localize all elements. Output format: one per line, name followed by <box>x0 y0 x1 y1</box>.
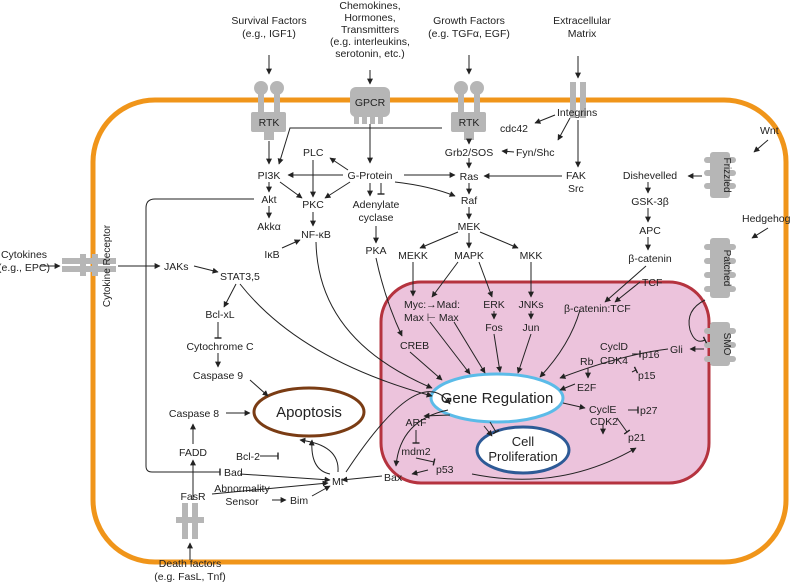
gene-regulation-ellipse <box>429 372 565 424</box>
cytokine-receptor-label: Cytokine Receptor <box>102 224 113 307</box>
node-gprotein: G-Protein <box>348 170 393 182</box>
node-cycld: CyclD <box>600 341 628 353</box>
receptor-smo <box>704 322 736 366</box>
node-fyn: Fyn/Shc <box>516 147 555 159</box>
node-p27: p27 <box>640 405 658 417</box>
rtk-right-label: RTK <box>459 117 480 129</box>
node-cdc42: cdc42 <box>500 123 528 135</box>
survival-factors-label: Survival Factors(e.g., IGF1) <box>231 15 306 40</box>
node-mdm2: mdm2 <box>401 446 430 458</box>
node-beta-catenin: β-catenin <box>628 253 672 265</box>
node-apc: APC <box>639 225 661 237</box>
node-grb2: Grb2/SOS <box>445 147 493 159</box>
node-arf: ARF <box>406 417 427 429</box>
node-cytochrome-c: Cytochrome C <box>186 341 254 353</box>
hedgehog-label: Hedgehog <box>742 213 791 225</box>
node-bad: Bad <box>224 467 243 479</box>
cytokines-label: Cytokines(e.g., EPC) <box>0 249 50 274</box>
receptor-rtk-left <box>251 81 286 140</box>
integrins-label: Integrins <box>557 107 597 119</box>
node-jnks: JNKs <box>518 299 543 311</box>
node-p53: p53 <box>436 464 454 476</box>
node-bax: Bax <box>384 472 403 484</box>
growth-factors-label: Growth Factors(e.g. TGFα, EGF) <box>428 15 510 40</box>
node-plc: PLC <box>303 147 324 159</box>
node-mt: Mt <box>332 476 344 488</box>
node-p21: p21 <box>628 432 646 444</box>
node-src: Src <box>568 183 584 195</box>
gpcr-label: GPCR <box>355 97 386 109</box>
gene-regulation-label: Gene Regulation <box>441 390 554 407</box>
node-gsk: GSK-3β <box>631 196 669 208</box>
cell-proliferation-ellipse <box>475 425 571 475</box>
node-rb: Rb <box>580 356 594 368</box>
node-pka: PKA <box>365 245 386 257</box>
node-jaks: JAKs <box>164 261 189 273</box>
node-e2f: E2F <box>577 382 596 394</box>
node-jun: Jun <box>523 322 540 334</box>
node-bclxl: Bcl-xL <box>205 309 234 321</box>
node-creb: CREB <box>400 340 429 352</box>
node-pkc: PKC <box>302 199 324 211</box>
node-tcf: TCF <box>642 277 662 289</box>
receptor-frizzled <box>704 152 736 198</box>
node-fadd: FADD <box>179 447 207 459</box>
patched-label: Patched <box>721 250 732 287</box>
wnt-label: Wnt <box>760 125 779 137</box>
node-mapk: MAPK <box>454 250 484 262</box>
node-myc-mad: Myc:→Mad:Max ⊢ Max <box>404 299 460 324</box>
node-p16: p16 <box>642 349 660 361</box>
node-akt: Akt <box>261 194 276 206</box>
chemokines-label: Chemokines,Hormones,Transmitters(e.g. in… <box>330 0 410 60</box>
node-cdk2: CDK2 <box>590 416 618 428</box>
receptor-fasr <box>176 503 204 539</box>
fasr-label: FasR <box>180 491 206 503</box>
node-stat: STAT3,5 <box>220 271 260 283</box>
node-fak: FAK <box>566 170 586 182</box>
node-caspase9: Caspase 9 <box>193 370 243 382</box>
node-mekk: MEKK <box>398 250 428 262</box>
node-ras: Ras <box>460 171 479 183</box>
node-pi3k: PI3K <box>258 170 281 182</box>
node-p15: p15 <box>638 370 656 382</box>
node-raf: Raf <box>461 195 477 207</box>
node-mek: MEK <box>458 221 481 233</box>
apoptosis-ellipse <box>252 386 366 438</box>
receptor-gpcr <box>350 87 390 124</box>
receptor-rtk-right <box>451 81 486 140</box>
node-cdk4: CDK4 <box>600 355 628 367</box>
node-mkk: MKK <box>520 250 543 262</box>
node-caspase8: Caspase 8 <box>169 408 219 420</box>
node-cycle: CyclE <box>589 404 616 416</box>
node-fos: Fos <box>485 322 503 334</box>
node-bcl2: Bcl-2 <box>236 451 260 463</box>
node-bcatenin-tcf: β-catenin:TCF <box>564 303 631 315</box>
frizzled-label: Frizzled <box>721 157 732 192</box>
receptor-integrins <box>570 82 586 118</box>
apoptosis-label: Apoptosis <box>276 404 342 421</box>
receptor-cytokine <box>62 254 116 276</box>
pathway-arrows <box>40 55 769 560</box>
node-bim: Bim <box>290 495 308 507</box>
node-ikb: IκB <box>264 249 279 261</box>
death-factors-label: Death factors(e.g. FasL, Tnf) <box>154 558 226 583</box>
receptor-patched <box>704 238 736 298</box>
node-dishevelled: Dishevelled <box>623 170 677 182</box>
node-gli: Gli <box>670 344 683 356</box>
rtk-left-label: RTK <box>259 117 280 129</box>
node-akka: Akkα <box>257 221 281 233</box>
node-erk: ERK <box>483 299 505 311</box>
node-nfkb: NF-κB <box>301 229 331 241</box>
smo-label: SMO <box>721 333 732 356</box>
